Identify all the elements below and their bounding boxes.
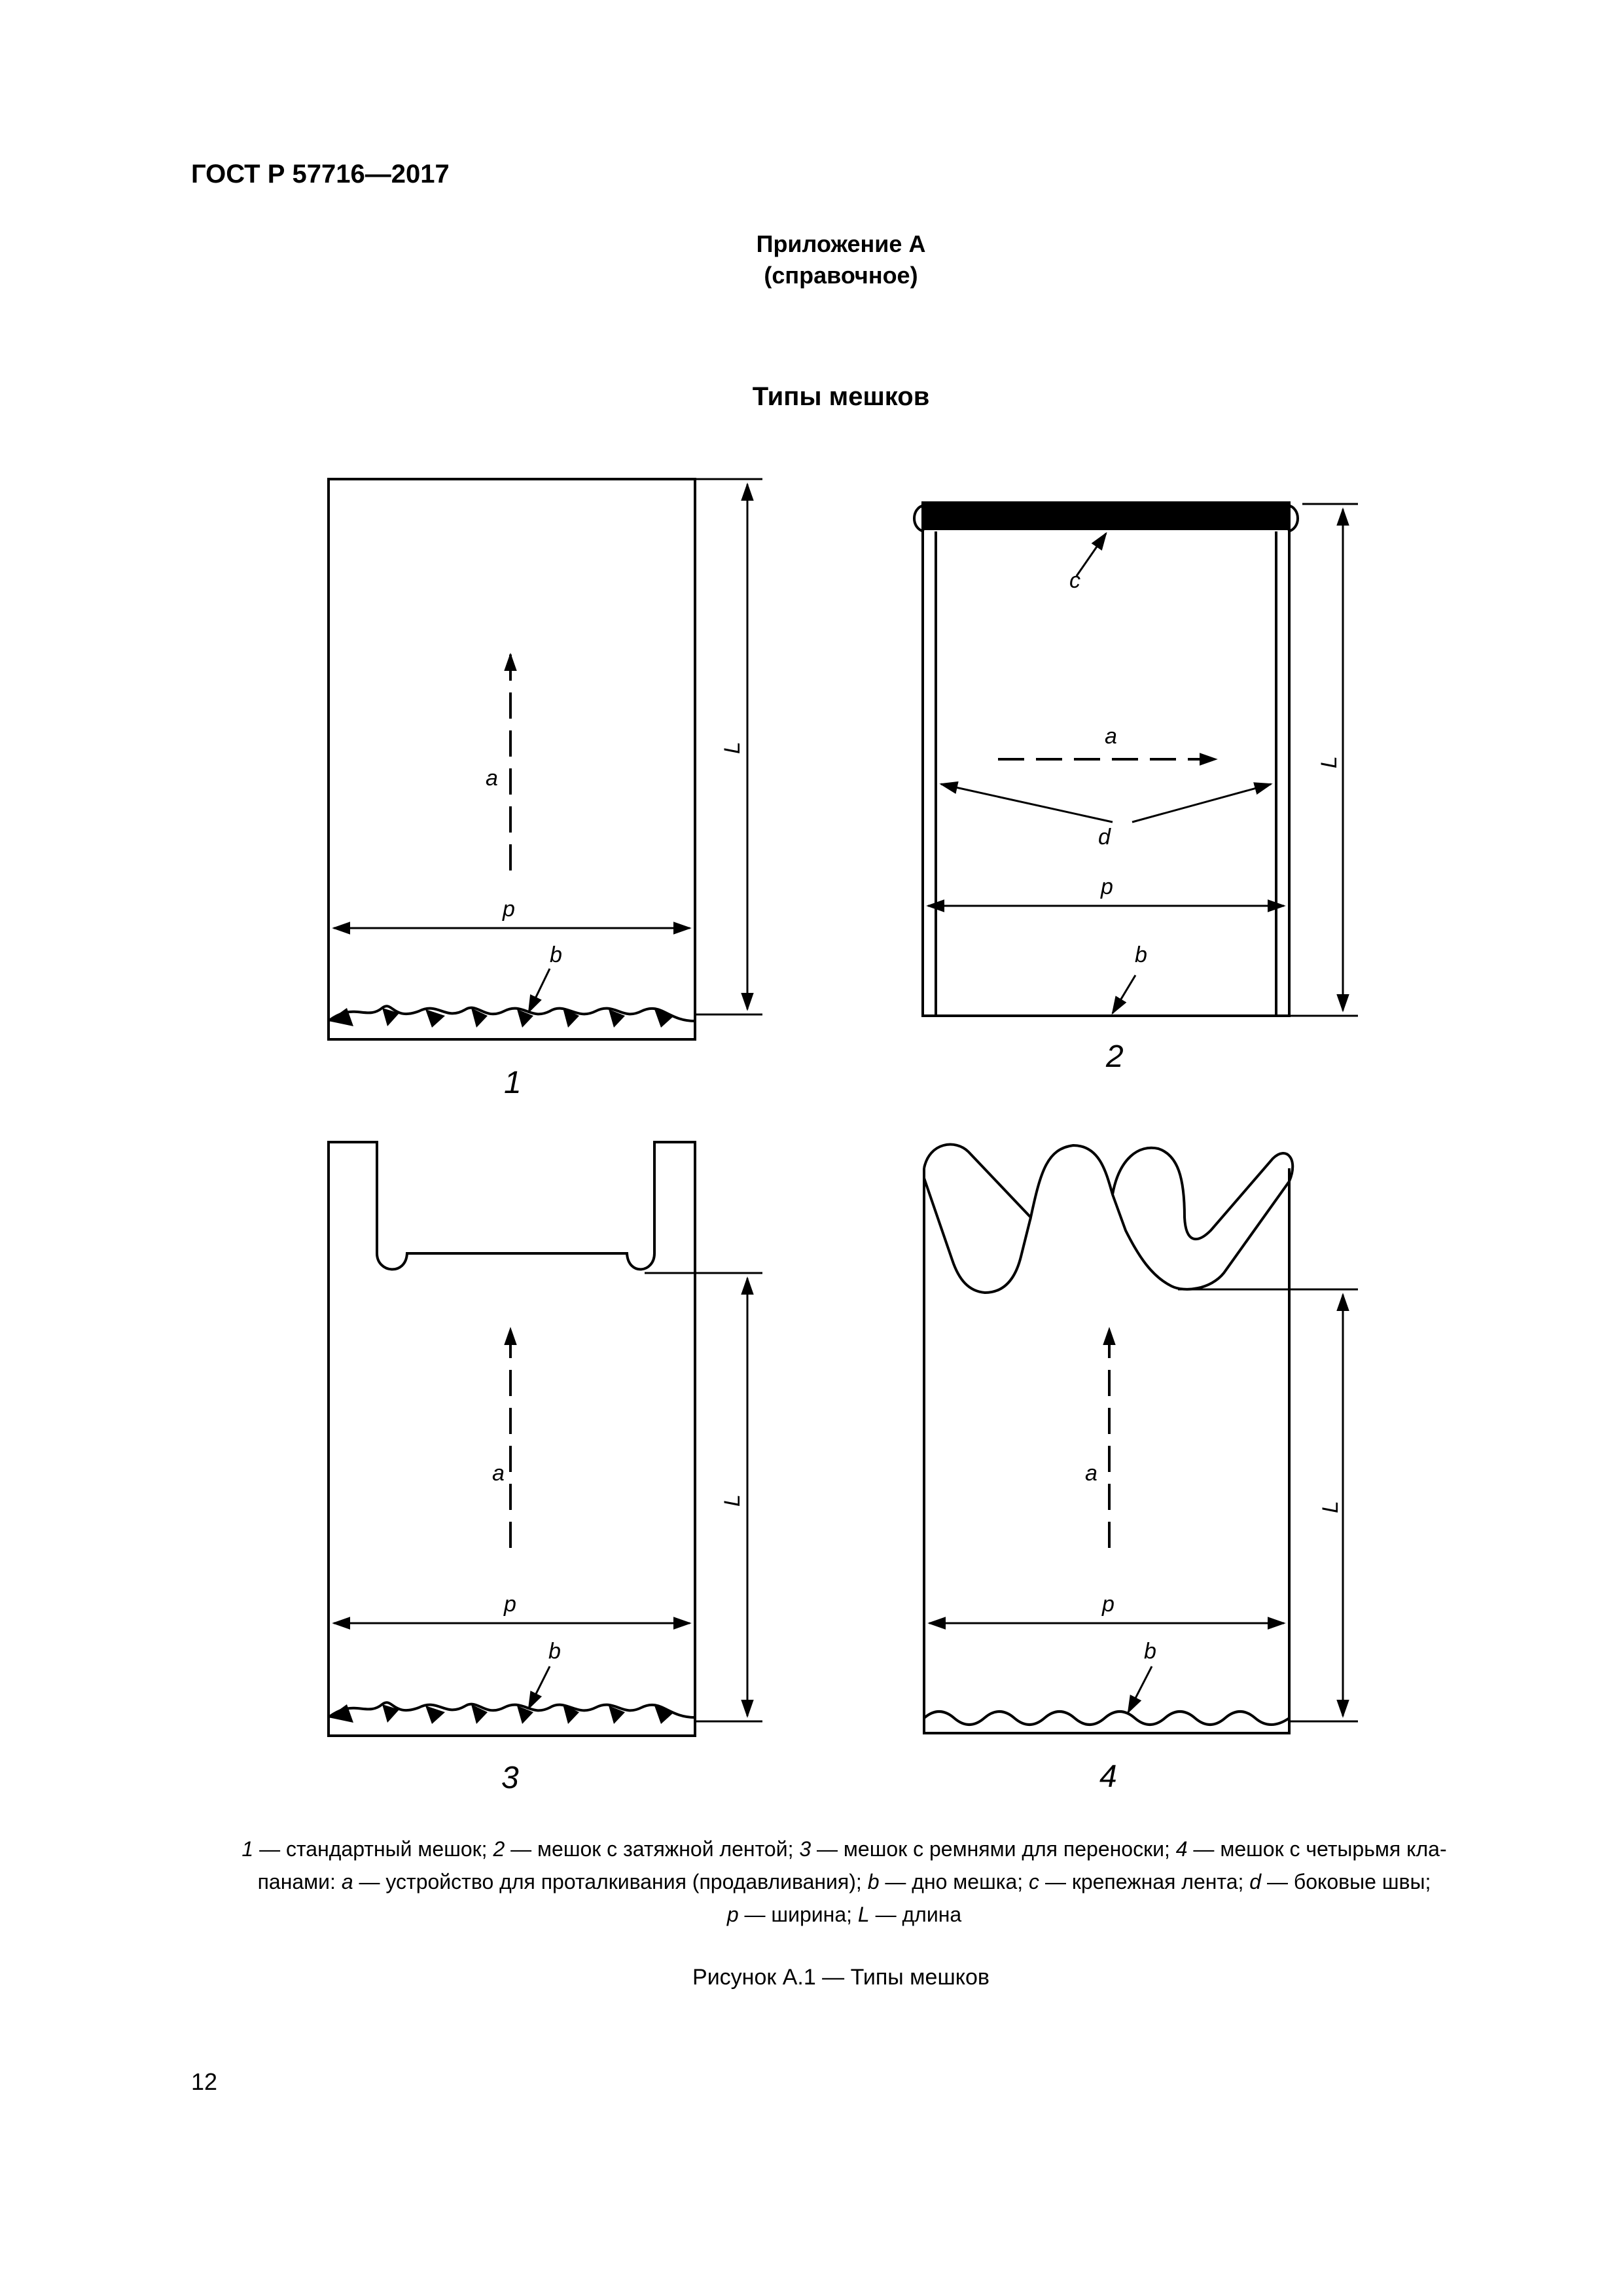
bag-1-label-p: p [502,897,515,922]
bag-2-tape-end-left [913,504,925,533]
legend-text: — дно мешка; [879,1870,1029,1893]
figure-caption: Рисунок А.1 — Типы мешков [692,1965,990,1990]
panel-3-number: 3 [501,1761,519,1795]
bag-4-label-p: p [1101,1592,1115,1617]
bag-2-label-a: a [1105,724,1117,749]
legend-key: p [726,1903,739,1926]
legend-key: 2 [493,1837,505,1861]
bag-3-bottom-leader-b [527,1666,551,1710]
legend-text: — стандартный мешок; [253,1837,493,1861]
panel-2-number: 2 [1105,1039,1124,1074]
bag-2-label-L: L [1317,756,1342,768]
bag-3-label-p: p [503,1592,516,1617]
bag-4-bottom-seam [923,1710,1291,1726]
legend-text: — мешок с четырьмя кла-панами: [257,1837,1447,1893]
bag-4-label-L: L [1318,1501,1343,1513]
bag-3-label-a: a [492,1461,505,1486]
bag-2-label-d: d [1098,825,1111,850]
bag-3-outline [327,1141,696,1737]
legend-key: 4 [1175,1837,1188,1861]
legend-key: b [867,1870,880,1893]
panel-4-number: 4 [1099,1759,1117,1794]
bag-types-figure: a p b L 1 c a d p b L 2 [327,478,1358,1795]
legend-key: L [857,1903,870,1926]
legend-key: d [1249,1870,1262,1893]
legend-key: c [1029,1870,1040,1893]
appendix-title: Приложение А [756,230,926,257]
appendix-subtitle: (справочное) [764,262,918,289]
panel-1-number: 1 [504,1066,522,1100]
bag-2-tape-leader-c [1075,531,1107,577]
bag-3-bottom-seam [327,1701,696,1719]
panel-drawstring-bag [913,501,1358,1017]
bag-1-bottom-seam [327,1005,696,1022]
legend-text: — ширина; [738,1903,858,1926]
bag-1-label-L: L [720,742,745,754]
legend-text: — боковые швы; [1261,1870,1431,1893]
legend-key: 3 [799,1837,812,1861]
bag-2-tape-end-right [1287,504,1299,533]
bag-2-seam-leader-d-right [1132,782,1273,823]
document-code: ГОСТ Р 57716—2017 [191,160,450,188]
bag-2-label-c: c [1069,568,1080,593]
bag-2-label-b: b [1135,942,1147,967]
bag-2-seam-leader-d-left [939,781,1113,823]
section-title: Типы мешков [752,382,930,411]
panel-strap-bag [327,1141,762,1737]
legend-text: — мешок с затяжной лентой; [505,1837,800,1861]
bag-4-label-b: b [1144,1639,1156,1664]
legend-key: a [341,1870,353,1893]
panel-four-flap-bag [923,1143,1358,1734]
legend-key: 1 [241,1837,254,1861]
bag-1-label-a: a [486,766,498,791]
legend-text: — устройство для проталкивания (продавли… [353,1870,868,1893]
legend-text: — мешок с ремнями для переноски; [811,1837,1176,1861]
bag-1-label-b: b [550,942,562,967]
bag-4-flaps [923,1143,1294,1295]
bag-4-outline [923,1168,1291,1734]
bag-3-label-L: L [720,1494,745,1507]
bag-4-label-a: a [1085,1461,1097,1486]
page-number: 12 [191,2068,218,2095]
bag-2-label-p: p [1100,874,1113,899]
bag-2-bottom-leader-b [1111,975,1137,1015]
legend-text: — длина [869,1903,962,1926]
bag-2-fastening-tape [923,501,1289,530]
bag-2-outline [921,501,1291,1017]
panel-standard-bag [327,478,762,1041]
bag-3-label-b: b [548,1639,561,1664]
bag-1-outline [327,478,696,1041]
figure-legend: 1 — стандартный мешок; 2 — мешок с затяж… [216,1833,1472,1931]
bag-4-bottom-leader-b [1127,1666,1153,1714]
legend-text: — крепежная лента; [1039,1870,1250,1893]
bag-1-bottom-leader-b [527,968,551,1014]
